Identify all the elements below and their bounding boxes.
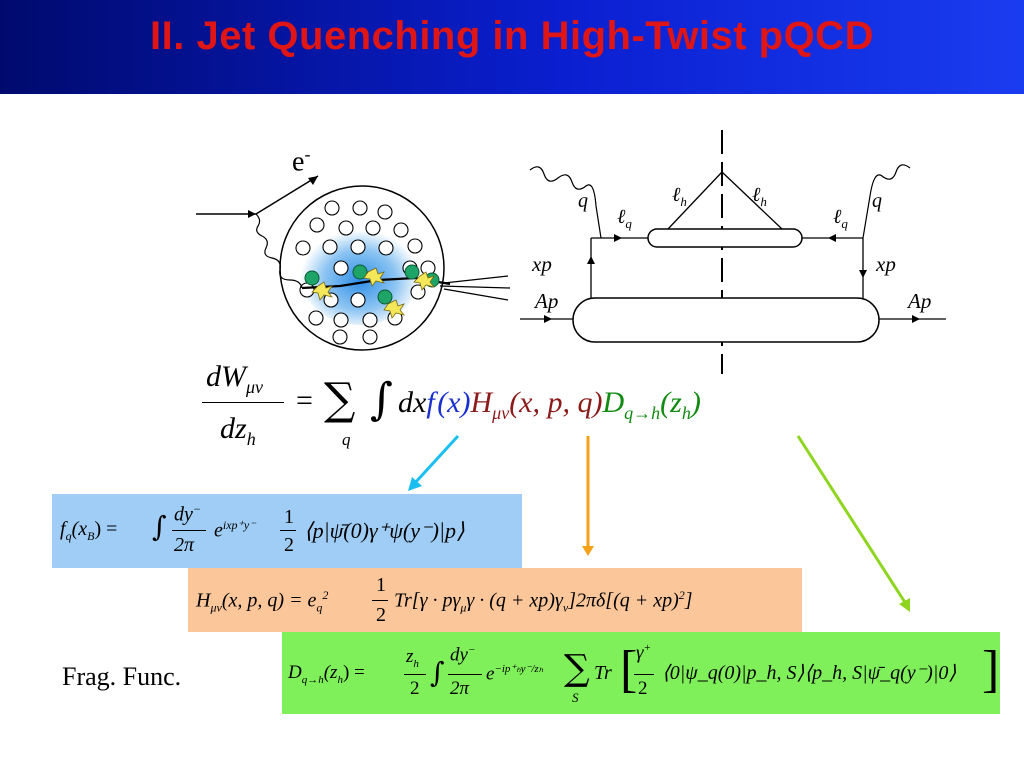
electron-label: e- (292, 144, 311, 178)
h-box: Hμν(x, p, q) = eq2 1 2 Tr[γ · pγμγ · (q … (188, 568, 802, 632)
main-eq-numerator: dWμν (206, 360, 264, 397)
main-eq-integral: ∫ (370, 374, 393, 425)
f-box: fq(xB) = ∫ dy− 2π eixp⁺y⁻ 1 2 ⟨p|ψ̄(0)γ⁺… (52, 494, 522, 568)
main-eq-sum-sub: q (342, 430, 351, 449)
collision-bursts (311, 267, 436, 319)
main-eq-body: dxf (x)Hμν(x, p, q)Dq→h(zh) (398, 386, 701, 423)
xp-right-label: xp (876, 252, 896, 276)
nucleus-blob (572, 297, 880, 343)
slide-title: II. Jet Quenching in High-Twist pQCD (150, 14, 874, 58)
blue-arrow (412, 434, 460, 486)
nucleons (295, 200, 436, 345)
q-left-label: q (578, 190, 588, 212)
main-equation: dWμν dzh = ∑ q ∫ dxf (x)Hμν(x, p, q)Dq→h… (200, 360, 850, 460)
ap-right-label: Ap (908, 289, 932, 313)
xp-left-label: xp (532, 252, 552, 276)
lq-right-label: ℓq (833, 206, 848, 231)
green-arrow (796, 435, 908, 605)
frag-func-label: Frag. Func. (62, 662, 182, 691)
main-eq-equals: = (296, 384, 313, 417)
green-partons (304, 264, 440, 305)
q-right-label: q (872, 190, 882, 212)
lh-left-label: ℓh (672, 184, 687, 209)
nucleus-scattering-diagram (196, 175, 510, 351)
lq-left-label: ℓq (617, 206, 632, 231)
main-eq-denominator: dzh (220, 412, 256, 449)
ap-left-label: Ap (535, 289, 559, 313)
feynman-diagram (520, 130, 946, 374)
title-bar (0, 0, 1024, 94)
main-eq-sum: ∑ (324, 374, 356, 425)
d-box: Dq→h(zh) = zh 2 ∫ dy− 2π e−ip⁺ₕy⁻/zₕ ∑ S… (282, 632, 1000, 714)
lh-right-label: ℓh (752, 184, 767, 209)
